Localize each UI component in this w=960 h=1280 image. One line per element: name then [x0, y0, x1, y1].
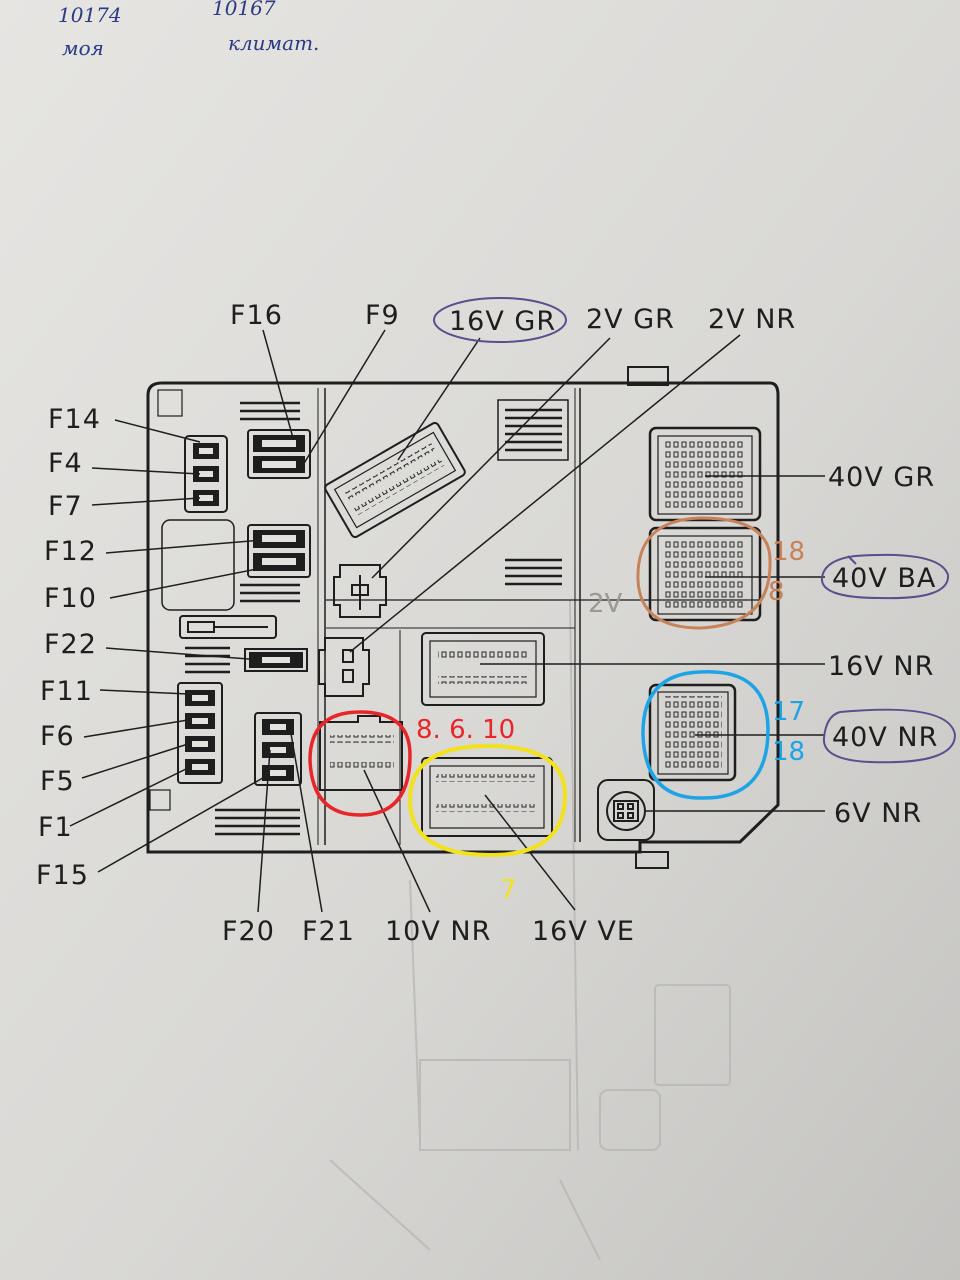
label-16v-ve: 16V VE — [532, 916, 635, 947]
yellow-circle-16v-ve — [407, 743, 568, 858]
connector-2v-gr[interactable] — [333, 564, 387, 618]
connector-6v-nr[interactable] — [597, 779, 655, 841]
fuse-group-f12-f10 — [247, 524, 311, 578]
bleed-through-shapes — [329, 599, 731, 1261]
blue-annotation-top: 17 — [772, 697, 805, 727]
label-f20: F20 — [222, 916, 275, 947]
handwritten-word-left: моя — [62, 36, 104, 60]
label-10v-nr: 10V NR — [385, 916, 491, 947]
label-40v-nr: 40V NR — [832, 722, 938, 753]
handwritten-number-mid: 10167 — [212, 0, 276, 20]
fuse-group-f16-f9 — [247, 429, 311, 479]
label-16v-nr: 16V NR — [828, 651, 934, 682]
diagram-labels: F16 F9 16V GR 2V GR 2V NR F14 F4 F7 F12 … — [36, 300, 938, 947]
label-f9: F9 — [365, 300, 400, 331]
red-circle-10v-nr — [308, 710, 412, 817]
connector-10v-nr[interactable] — [319, 715, 403, 791]
fuse-group-f15-f21 — [254, 712, 302, 786]
fuse-puller — [179, 615, 277, 639]
purple-circle-40v-nr — [822, 708, 957, 764]
connector-40v-ba[interactable] — [648, 526, 762, 622]
label-f6: F6 — [40, 721, 75, 752]
connector-16v-ve[interactable] — [421, 757, 553, 837]
purple-circle-40v-ba — [820, 553, 950, 600]
blue-annotation-bottom: 18 — [772, 737, 805, 767]
fuse-group-f14-f4-f7 — [184, 435, 228, 513]
orange-annotation-bottom: 8 — [768, 577, 785, 607]
label-16v-gr-top: 16V GR — [449, 306, 556, 337]
vent-slats — [185, 401, 562, 836]
label-f14: F14 — [48, 404, 101, 435]
connector-16v-nr[interactable] — [421, 632, 545, 706]
label-2v-gr: 2V GR — [586, 304, 675, 335]
label-f11: F11 — [40, 676, 93, 707]
yellow-annotation: 7 — [500, 875, 517, 905]
fuse-f22-holder — [244, 648, 308, 672]
label-f16: F16 — [230, 300, 283, 331]
orange-annotation-top: 18 — [772, 537, 805, 567]
label-f12: F12 — [44, 536, 97, 567]
label-6v-nr: 6V NR — [834, 798, 922, 829]
connector-40v-nr[interactable] — [648, 683, 737, 782]
label-f5: F5 — [40, 766, 75, 797]
label-f22: F22 — [44, 629, 97, 660]
blue-circle-40v-nr — [641, 670, 770, 800]
label-f10: F10 — [44, 583, 97, 614]
label-f4: F4 — [48, 448, 83, 479]
handwritten-number-left: 10174 — [58, 3, 122, 27]
label-40v-ba: 40V BA — [832, 563, 936, 594]
ghost-text: 2V — [588, 589, 623, 619]
connector-2v-nr[interactable] — [318, 637, 370, 697]
label-f1: F1 — [38, 812, 73, 843]
label-f7: F7 — [48, 491, 83, 522]
red-annotation: 8. 6. 10 — [416, 715, 515, 745]
orange-circle-40v-ba — [636, 516, 772, 630]
handwritten-word-mid: климат. — [228, 31, 319, 55]
label-2v-nr: 2V NR — [708, 304, 796, 335]
leader-lines — [69, 329, 825, 913]
connector-40v-gr[interactable] — [648, 426, 762, 522]
connector-16v-gr[interactable] — [324, 421, 467, 539]
label-40v-gr: 40V GR — [828, 462, 935, 493]
fuse-group-f11-f1 — [177, 682, 223, 784]
label-f15: F15 — [36, 860, 89, 891]
purple-circle-16v-gr — [433, 297, 567, 343]
label-f21: F21 — [302, 916, 355, 947]
